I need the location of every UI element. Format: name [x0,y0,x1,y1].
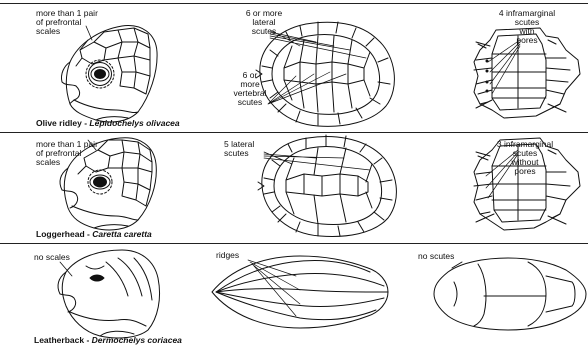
loggerhead-head-note: more than 1 pair of prefrontal scales [36,140,98,167]
leatherback-no-scutes-note: no scutes [418,252,454,261]
leatherback-ridges-note: ridges [216,251,239,260]
olive-ridley-vertebral-scutes-note: 6 or more vertebral scutes [226,71,274,107]
olive-ridley-head-note: more than 1 pair of prefrontal scales [36,9,98,36]
loggerhead-inframarginal-note: 3 inframarginal scutes without pores [490,140,560,176]
leatherback-head-note: no scales [34,253,70,262]
olive-ridley-inframarginal-note: 4 inframarginal scutes with pores [492,9,562,45]
leatherback-species-label: Leatherback - Dermochelys coriacea [34,335,182,345]
olive-ridley-carapace-illustration [256,22,394,126]
olive-ridley-species-label: Olive ridley - Lepidochelys olivacea [36,118,180,128]
olive-ridley-head-illustration [61,26,157,122]
loggerhead-lateral-scutes-note: 5 lateral scutes [224,140,254,158]
loggerhead-species-label: Loggerhead - Caretta caretta [36,229,152,239]
leatherback-head-illustration [58,250,160,338]
loggerhead-carapace-illustration [258,135,396,236]
leatherback-plastron-illustration [434,258,586,330]
olive-ridley-lateral-scutes-note: 6 or more lateral scutes [232,9,296,36]
leatherback-carapace-illustration [212,256,388,328]
